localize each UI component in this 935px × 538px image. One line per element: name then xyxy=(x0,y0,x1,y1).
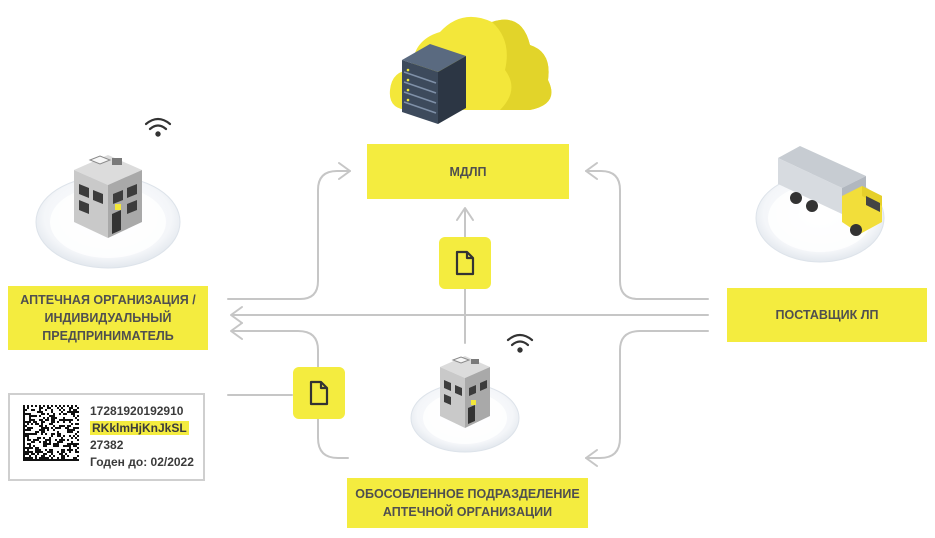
arrow-pharmacy-to-mdlp xyxy=(227,170,351,300)
document-icon xyxy=(293,367,345,419)
node-pharmacy-line-3: ПРЕДПРИНИМАТЕЛЬ xyxy=(42,329,174,343)
document-icon xyxy=(439,237,491,289)
truck-icon xyxy=(755,146,885,263)
node-supplier-label: ПОСТАВЩИК ЛП xyxy=(775,308,879,322)
branch-building-icon xyxy=(410,356,520,453)
label-serial: RKklmHjKnJkSL xyxy=(90,421,189,435)
qr-code-icon xyxy=(23,405,79,461)
node-supplier: ПОСТАВЩИК ЛП xyxy=(727,288,927,342)
node-branch-line-1: ОБОСОБЛЕННОЕ ПОДРАЗДЕЛЕНИЕ xyxy=(355,487,580,501)
node-branch-line-2: АПТЕЧНОЙ ОРГАНИЗАЦИИ xyxy=(382,505,553,519)
node-branch: ОБОСОБЛЕННОЕ ПОДРАЗДЕЛЕНИЕ АПТЕЧНОЙ ОРГА… xyxy=(347,478,588,528)
arrow-supplier-to-mdlp xyxy=(585,170,709,300)
document-glyph xyxy=(309,380,329,406)
node-mdlp-label: МДЛП xyxy=(449,164,487,179)
cloud-server-icon xyxy=(389,16,552,124)
label-code: 27382 xyxy=(90,438,124,452)
label-expiry: Годен до: 02/2022 xyxy=(90,455,194,469)
label-codes: 17281920192910 RKklmHjKnJkSL 27382 Годен… xyxy=(90,403,194,471)
node-mdlp: МДЛП xyxy=(367,144,569,199)
label-gtin: 17281920192910 xyxy=(90,404,184,418)
node-pharmacy-line-2: ИНДИВИДУАЛЬНЫЙ xyxy=(44,311,172,325)
arrow-supplier-to-branch xyxy=(585,330,709,459)
product-label-card: 17281920192910 RKklmHjKnJkSL 27382 Годен… xyxy=(8,393,205,481)
branch-wifi-icon xyxy=(506,333,534,353)
node-pharmacy-org: АПТЕЧНАЯ ОРГАНИЗАЦИЯ / ИНДИВИДУАЛЬНЫЙ ПР… xyxy=(8,286,208,350)
pharmacy-building-icon xyxy=(35,155,181,269)
wifi-icon xyxy=(144,117,172,137)
document-glyph xyxy=(455,250,475,276)
node-pharmacy-line-1: АПТЕЧНАЯ ОРГАНИЗАЦИЯ / xyxy=(20,293,196,307)
